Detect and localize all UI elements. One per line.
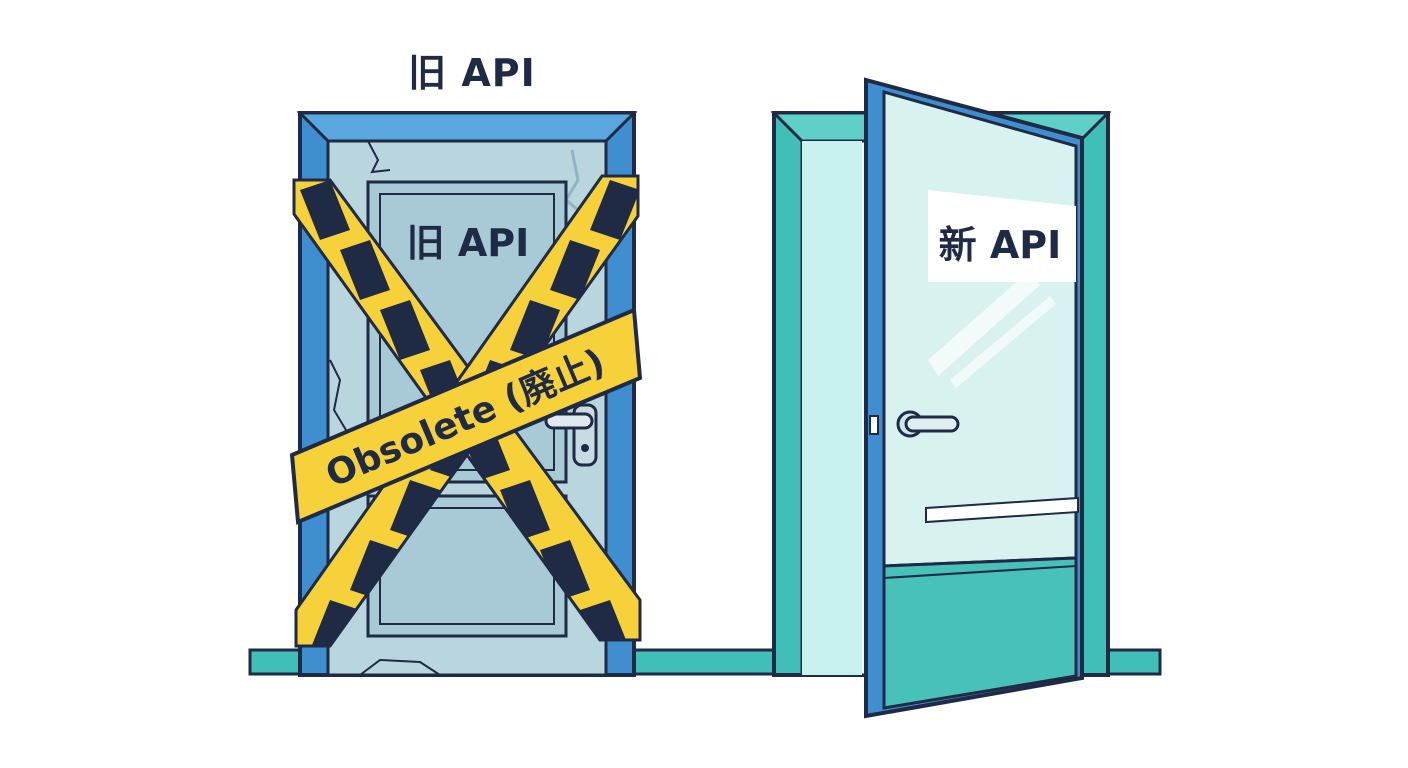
- top-title: 旧 API: [408, 51, 536, 95]
- new-door-group: 新 API: [770, 77, 1112, 719]
- new-door-sign: 新 API: [939, 223, 1062, 267]
- new-door-handle-icon: [869, 410, 960, 438]
- new-door-kick-panel: [882, 556, 1078, 710]
- old-door-sign: 旧 API: [407, 221, 530, 265]
- old-door-handle-icon: [544, 403, 598, 467]
- keyhole-icon: [581, 444, 589, 452]
